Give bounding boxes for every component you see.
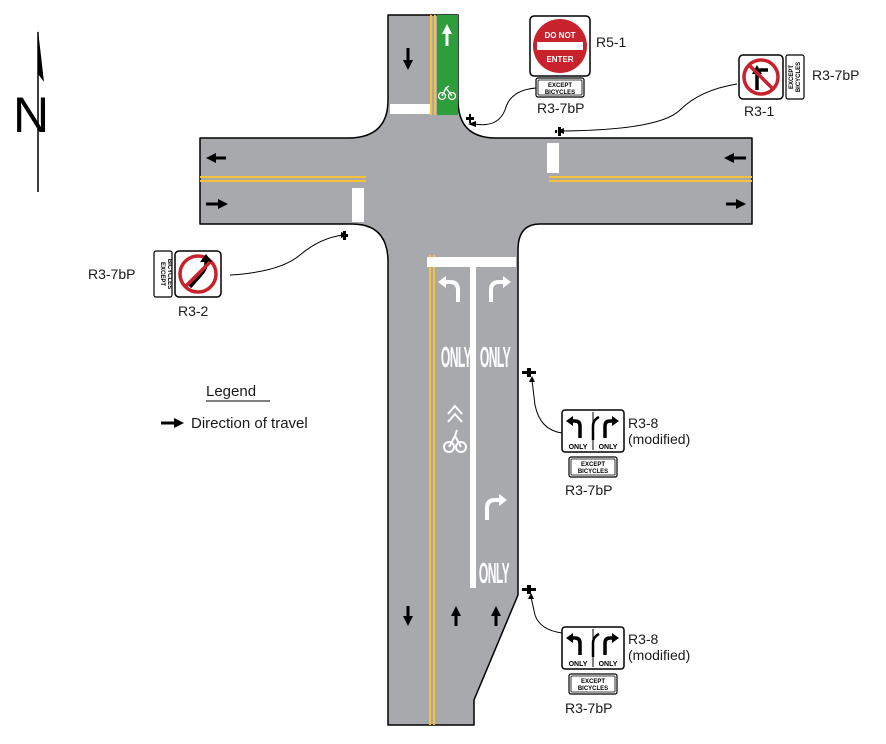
plaque-line1: EXCEPT xyxy=(548,83,572,89)
label-r3-7bp-4: R3-7bP xyxy=(565,482,612,498)
label-r3-2: R3-2 xyxy=(178,303,209,319)
plaque-except-bicycles-r3-2: EXCEPT BICYCLES xyxy=(153,250,173,298)
legend-title: Legend xyxy=(206,383,256,400)
label-r3-7bp-3: R3-7bP xyxy=(88,266,135,282)
arrow-east-lower-east xyxy=(726,199,746,209)
label-r3-8-lower-note: (modified) xyxy=(628,647,690,663)
r3-8-only-right: ONLY xyxy=(599,661,618,668)
plaque-except-bicycles-r3-1: EXCEPT BICYCLES xyxy=(785,54,805,100)
legend-arrow-icon xyxy=(161,418,184,428)
plaque-line2: BICYCLES xyxy=(578,686,608,692)
plaque-line2: BICYCLES xyxy=(545,90,575,96)
lane-use-markings xyxy=(438,276,511,520)
north-arrow: N xyxy=(13,30,49,192)
plaque-line2: BICYCLES xyxy=(166,259,172,289)
arrow-east-lower-west xyxy=(206,199,228,209)
north-label: N xyxy=(13,87,49,143)
r3-8-only-right: ONLY xyxy=(599,444,618,451)
label-r3-1: R3-1 xyxy=(744,103,775,119)
plaque-except-bicycles-1: EXCEPT BICYCLES xyxy=(535,77,585,98)
bike-lane-arrow xyxy=(442,24,452,46)
left-turn-marking xyxy=(445,280,460,302)
arrow-south-north-leg xyxy=(403,48,413,70)
only-marking-right: ONLY xyxy=(480,341,511,374)
dne-line1: DO NOT xyxy=(544,31,575,40)
label-r5-1: R5-1 xyxy=(596,34,627,50)
label-r3-8-upper: R3-8 xyxy=(628,415,659,431)
sign-r3-8-upper: ONLY ONLY xyxy=(561,409,625,453)
leader-arrowheads xyxy=(341,121,564,599)
only-marking-left: ONLY xyxy=(441,341,472,374)
label-r3-8-lower: R3-8 xyxy=(628,631,659,647)
label-r3-8-upper-note: (modified) xyxy=(628,431,690,447)
arrow-north-bottom-2 xyxy=(491,606,501,626)
yellow-centerlines xyxy=(200,15,752,725)
arrow-west-upper-east xyxy=(724,153,746,163)
r3-8-only-left: ONLY xyxy=(569,661,588,668)
plaque-line1: EXCEPT xyxy=(581,679,605,685)
plaque-line2: BICYCLES xyxy=(796,62,802,92)
sign-r3-8-lower: ONLY ONLY xyxy=(561,626,625,670)
right-turn-marking-lower xyxy=(485,498,500,520)
green-lane-markings xyxy=(437,24,457,101)
legend-arrow-label: Direction of travel xyxy=(191,415,308,432)
sign-r3-1 xyxy=(738,54,784,100)
arrow-south-bottom xyxy=(403,606,413,626)
label-r3-7bp-2: R3-7bP xyxy=(812,67,859,83)
right-turn-marking xyxy=(489,280,504,302)
plaque-line1: EXCEPT xyxy=(159,262,165,286)
bike-symbol-green xyxy=(437,85,457,101)
plaque-line2: BICYCLES xyxy=(578,469,608,475)
sign-r5-1: DO NOT ENTER xyxy=(529,15,591,77)
plaque-except-bicycles-r3-8-lower: EXCEPT BICYCLES xyxy=(568,673,618,695)
arrow-north-bottom-1 xyxy=(451,606,461,626)
white-markings xyxy=(352,104,559,588)
sharrow-marking xyxy=(443,404,467,453)
contraflow-bike-lane xyxy=(437,15,458,115)
plaque-except-bicycles-r3-8-upper: EXCEPT BICYCLES xyxy=(568,456,618,478)
r3-8-only-left: ONLY xyxy=(569,444,588,451)
only-marking-lower: ONLY xyxy=(479,557,510,590)
dne-line2: ENTER xyxy=(546,55,573,64)
label-r3-7bp-5: R3-7bP xyxy=(565,700,612,716)
plaque-line1: EXCEPT xyxy=(789,65,795,89)
arrow-west-upper xyxy=(206,153,226,163)
leader-lines xyxy=(229,83,738,634)
road-direction-arrows xyxy=(206,48,746,626)
sign-r3-2 xyxy=(174,250,222,298)
legend: Legend Direction of travel xyxy=(161,383,308,432)
plaque-line1: EXCEPT xyxy=(581,462,605,468)
label-r3-7bp-1: R3-7bP xyxy=(537,100,584,116)
